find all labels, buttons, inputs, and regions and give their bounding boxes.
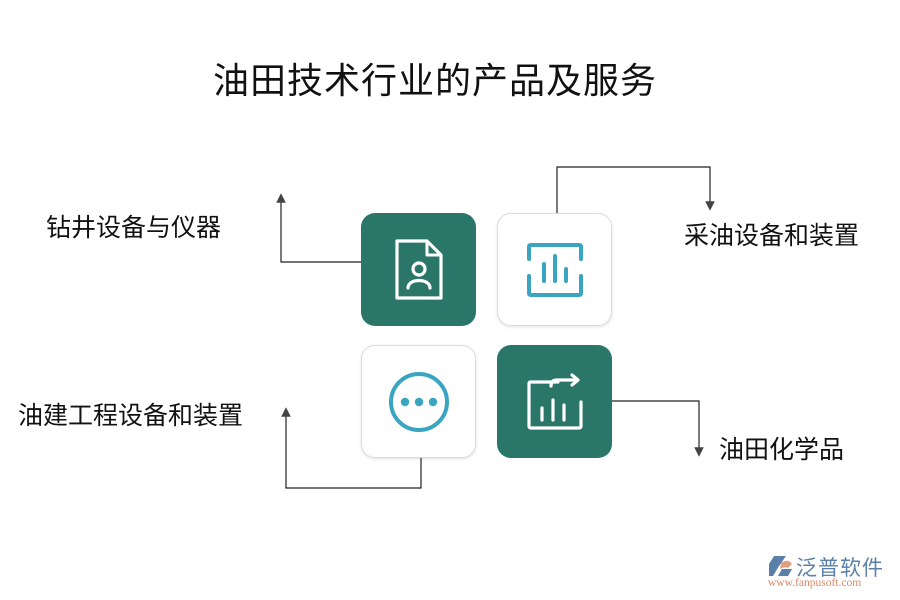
connector-chemicals [612, 400, 704, 457]
bar-chart-scan-icon [526, 242, 583, 297]
fanpu-logo-icon [769, 556, 792, 576]
more-dots-circle-icon [388, 371, 449, 432]
chart-export-icon [526, 372, 583, 430]
connector-construction [281, 407, 422, 489]
document-user-icon [394, 238, 443, 300]
label-drilling: 钻井设备与仪器 [46, 213, 222, 242]
watermark-url: www.fanpusoft.com [768, 577, 862, 589]
diagram-title: 油田技术行业的产品及服务 [212, 61, 657, 102]
label-chemicals: 油田化学品 [719, 435, 845, 464]
label-construction: 油建工程设备和装置 [18, 401, 244, 430]
label-production: 采油设备和装置 [684, 221, 860, 250]
tile-production [497, 213, 612, 326]
connector-drilling [276, 193, 361, 263]
connector-production [556, 166, 715, 213]
tile-construction [361, 345, 476, 458]
tile-drilling [361, 213, 476, 326]
watermark-logo: 泛普软件 www.fanpusoft.com [768, 552, 898, 592]
watermark-brand: 泛普软件 [796, 556, 884, 580]
tile-chemicals [497, 345, 612, 458]
